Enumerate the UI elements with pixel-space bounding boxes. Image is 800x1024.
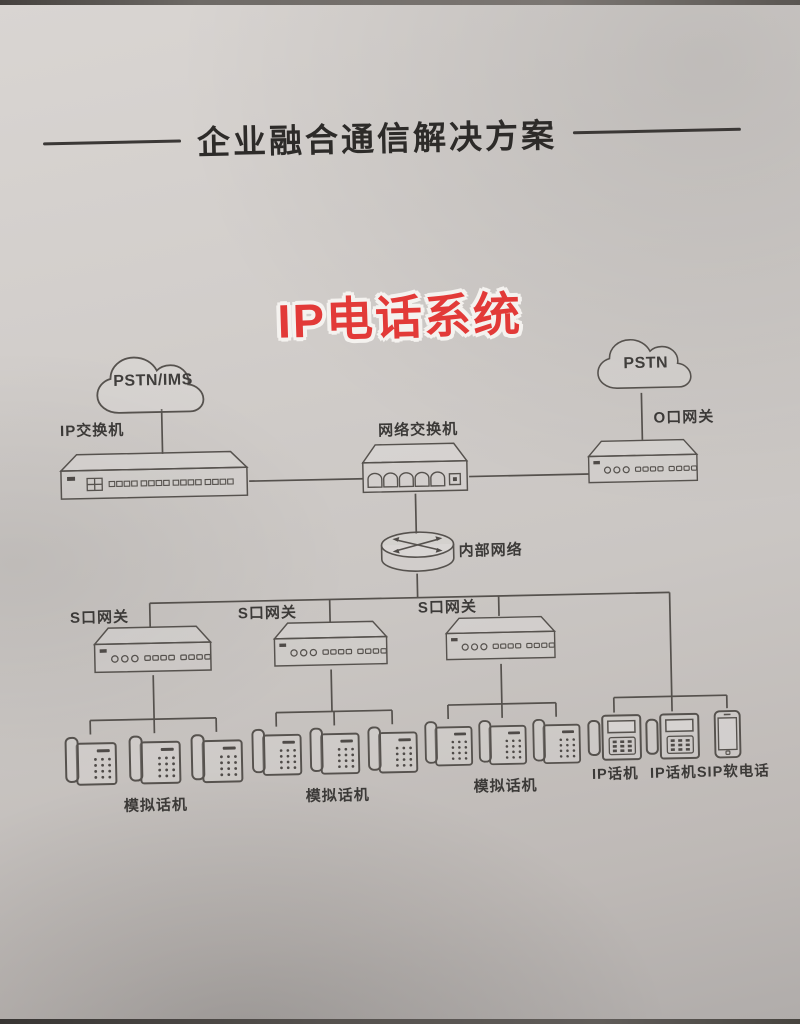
- network-switch-icon: [361, 442, 469, 494]
- photo-top-edge: [0, 0, 800, 5]
- analog-phone-icon: [424, 720, 474, 767]
- photo-bottom-edge: [0, 1019, 800, 1024]
- label-s-gateway3: S口网关: [417, 598, 478, 617]
- router-icon: [380, 530, 455, 573]
- smartphone-icon: [713, 709, 742, 759]
- connector-lines: [89, 392, 728, 735]
- label-analog-phones-2: 模拟话机: [305, 786, 370, 806]
- s-gateway2-icon: [273, 620, 388, 667]
- analog-phone-icon: [309, 726, 361, 775]
- link-netswitch-router: [414, 493, 418, 534]
- label-ip-phone-2: IP话机: [649, 764, 697, 782]
- ip-switch-icon: [59, 450, 249, 500]
- analog-phone-icon: [251, 728, 303, 777]
- label-sip-softphone: SIP软电话: [696, 763, 770, 781]
- analog-phone-icon: [367, 725, 419, 774]
- link-netswitch-ogateway: [469, 473, 590, 478]
- analog-phone-icon: [478, 719, 528, 766]
- analog-phone-icon: [532, 718, 582, 765]
- label-s-gateway2: S口网关: [237, 604, 298, 623]
- s-gateway1-icon: [93, 625, 212, 674]
- analog-phone-icon: [64, 736, 118, 787]
- link-pstn-ogateway: [640, 392, 644, 440]
- label-analog-phones-1: 模拟话机: [123, 796, 189, 815]
- drop-sgw1: [148, 603, 152, 628]
- sgw3-fan-stem: [500, 663, 503, 704]
- ip-phone-icon: [645, 712, 701, 760]
- ip-fan-bar: [613, 694, 727, 699]
- s-gateway3-icon: [445, 615, 556, 661]
- sgw1-fan-bar: [90, 717, 217, 722]
- link-router-bus: [416, 573, 419, 598]
- label-o-gateway: O口网关: [653, 408, 715, 427]
- bus-line: [149, 591, 670, 605]
- analog-phone-icon: [190, 733, 244, 784]
- label-internal-network: 内部网络: [458, 541, 523, 560]
- sgw1-fan-stem: [152, 675, 155, 720]
- label-s-gateway1: S口网关: [69, 608, 130, 627]
- analog-phone-icon: [128, 734, 182, 785]
- cloud-label-pstn-ims: PSTN/IMS: [113, 371, 193, 390]
- link-ipswitch-netswitch: [249, 477, 364, 483]
- link-pstnims-ipswitch: [160, 408, 164, 454]
- label-ip-switch: IP交换机: [59, 421, 125, 441]
- o-gateway-icon: [587, 438, 699, 484]
- cloud-label-pstn: PSTN: [623, 354, 669, 373]
- label-ip-phone-1: IP话机: [591, 766, 639, 784]
- ip-phone-icon: [587, 714, 643, 762]
- sgw2-fan-stem: [330, 669, 333, 712]
- label-analog-phones-3: 模拟话机: [473, 777, 538, 796]
- label-network-switch: 网络交换机: [377, 420, 459, 440]
- drop-ip-group: [668, 592, 673, 697]
